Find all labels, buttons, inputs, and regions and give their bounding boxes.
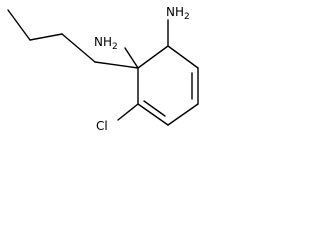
bond-to-cl — [117, 103, 139, 121]
ring-bond-c1-c2 — [137, 45, 169, 69]
ring-bond-c5-c6 — [137, 103, 169, 126]
butyl-bond-2 — [61, 33, 96, 63]
label-nh2-top: NH2 — [166, 5, 190, 22]
ring-bond-c4-c5 — [167, 103, 199, 126]
butyl-bond-1 — [94, 61, 139, 69]
label-nh2-left: NH2 — [94, 35, 118, 52]
label-cl: Cl — [96, 119, 108, 133]
molecule-drawing: NH2 NH2 Cl — [7, 5, 199, 133]
bond-to-nh2-left — [124, 47, 139, 69]
butyl-bond-3 — [29, 33, 63, 41]
double-bond-inner-bottom-left — [143, 100, 166, 117]
structure-diagram: NH2 NH2 Cl — [0, 0, 206, 137]
ring-bond-c2-c3 — [167, 45, 199, 69]
butyl-bond-4 — [7, 9, 31, 41]
